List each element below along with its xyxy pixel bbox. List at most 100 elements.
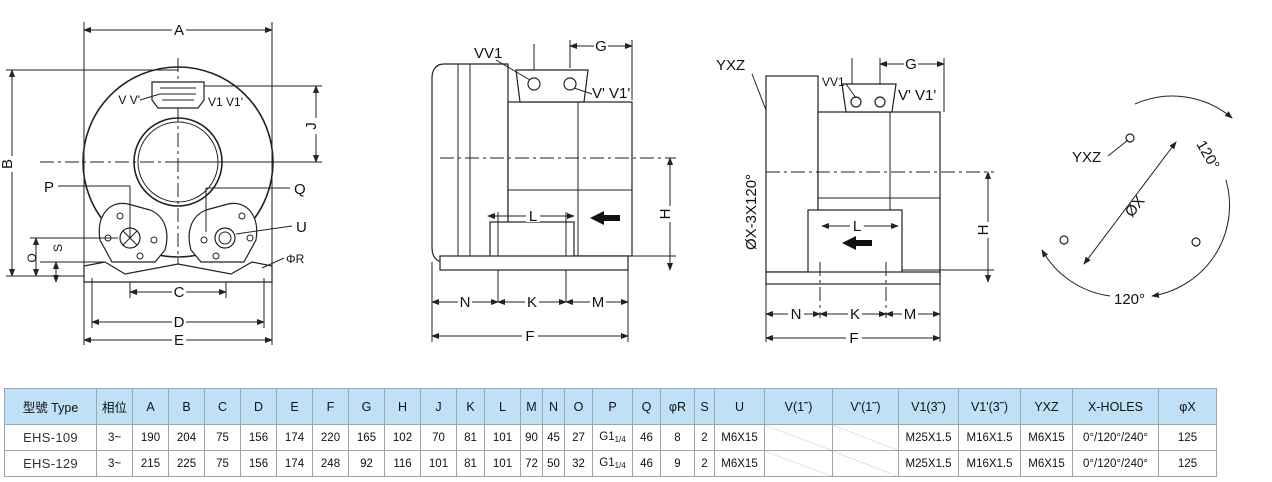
dim-B-label: B — [0, 159, 16, 169]
cell-D: 156 — [240, 450, 277, 477]
th-V12: V1'(3˜) — [958, 388, 1021, 425]
side2-label-phi: ØX-3X120° — [743, 174, 760, 250]
table-row: EHS-109 3~ 190 204 75 156 174 220 165 10… — [4, 424, 1217, 451]
cell-K: 81 — [456, 450, 485, 477]
cell-model: EHS-129 — [4, 450, 97, 477]
cell-S: 2 — [694, 450, 715, 477]
th-V2: V'(1˜) — [832, 388, 899, 425]
th-phase: 相位 — [96, 388, 133, 425]
side2-dim-H: H — [975, 225, 992, 236]
th-R: φR — [660, 388, 695, 425]
flange-angle-bottom: 120° — [1114, 291, 1145, 308]
cell-H: 102 — [384, 424, 421, 451]
cell-U: M6X15 — [714, 424, 765, 451]
th-E: E — [276, 388, 313, 425]
base-feet — [83, 261, 273, 283]
cell-M: 72 — [520, 450, 543, 477]
cell-L: 101 — [484, 424, 521, 451]
cell-C: 75 — [204, 450, 241, 477]
side2-dim-M: M — [904, 306, 917, 323]
flange-angle-top: 120° — [1193, 138, 1223, 173]
th-V1: V1(3˜) — [898, 388, 959, 425]
cell-V — [764, 450, 833, 477]
terminal-box — [515, 69, 589, 103]
cell-Q: 46 — [632, 450, 661, 477]
dim-A-label: A — [174, 22, 184, 39]
cell-O: 27 — [564, 424, 593, 451]
dim-D-label: D — [174, 314, 185, 331]
cell-YXZ: M6X15 — [1020, 450, 1073, 477]
th-type: 型號 Type — [4, 388, 97, 425]
cell-G: 165 — [348, 424, 385, 451]
front-view: A B J V V' V1 V1' P Q U ΦR O S — [0, 22, 324, 349]
th-K: K — [456, 388, 485, 425]
cell-E: 174 — [276, 450, 313, 477]
side2-dim-K: K — [850, 306, 860, 323]
dim-O-label: O — [25, 253, 39, 262]
table-row: EHS-129 3~ 215 225 75 156 174 248 92 116… — [4, 450, 1217, 477]
drawing-canvas: A B J V V' V1 V1' P Q U ΦR O S — [0, 22, 1233, 349]
dim-E-label: E — [174, 332, 184, 349]
th-H: H — [384, 388, 421, 425]
cell-L: 101 — [484, 450, 521, 477]
side2-label-vv1: VV1 — [822, 75, 845, 89]
th-L: L — [484, 388, 521, 425]
cell-YXZ: M6X15 — [1020, 424, 1073, 451]
label-Q: Q — [294, 181, 306, 198]
cell-phase: 3~ — [96, 424, 133, 451]
cell-V1: M25X1.5 — [898, 450, 959, 477]
side-dim-H: H — [657, 209, 674, 220]
side2-label-v1: V' V1' — [898, 87, 936, 104]
cell-A: 190 — [132, 424, 169, 451]
side-dim-N: N — [460, 294, 471, 311]
cell-XH: 0°/120°/240° — [1072, 450, 1159, 477]
cell-B: 225 — [168, 450, 205, 477]
th-B: B — [168, 388, 205, 425]
th-Q: Q — [632, 388, 661, 425]
th-M: M — [520, 388, 543, 425]
cell-model: EHS-109 — [4, 424, 97, 451]
cell-Q: 46 — [632, 424, 661, 451]
label-R: ΦR — [286, 252, 305, 266]
side-label-vv1: VV1 — [474, 45, 502, 62]
side2-dim-L: L — [853, 218, 861, 235]
cell-V — [764, 424, 833, 451]
th-U: U — [714, 388, 765, 425]
th-C: C — [204, 388, 241, 425]
cell-G: 92 — [348, 450, 385, 477]
side-view: VV1 V' V1' G H L N K M — [431, 38, 678, 345]
cell-C: 75 — [204, 424, 241, 451]
cell-V12: M16X1.5 — [958, 450, 1021, 477]
cell-V2 — [832, 424, 899, 451]
th-X: φX — [1158, 388, 1217, 425]
th-G: G — [348, 388, 385, 425]
side2-flow-arrow-icon — [842, 236, 872, 250]
side-dim-F: F — [525, 328, 534, 345]
side-view-2: VV1 V' V1' G YXZ ØX-3X120° H L N K — [716, 56, 996, 347]
cell-V2 — [832, 450, 899, 477]
side-dim-K: K — [527, 294, 537, 311]
label-U: U — [296, 219, 307, 236]
th-F: F — [312, 388, 349, 425]
cell-N: 45 — [542, 424, 565, 451]
cell-phase: 3~ — [96, 450, 133, 477]
cell-P: G11/4 — [592, 424, 633, 451]
spec-header-row: 型號 Type 相位 A B C D E F G H J K L M N O P… — [4, 388, 1217, 425]
cell-M: 90 — [520, 424, 543, 451]
cell-F: 220 — [312, 424, 349, 451]
side2-dim-N: N — [791, 306, 802, 323]
dim-C-label: C — [174, 284, 185, 301]
cell-D: 156 — [240, 424, 277, 451]
label-vv: V V' — [118, 93, 140, 107]
th-S: S — [694, 388, 715, 425]
th-P: P — [592, 388, 633, 425]
cell-R: 9 — [660, 450, 695, 477]
flange-label-yxz: YXZ — [1072, 149, 1101, 166]
th-V: V(1˜) — [764, 388, 833, 425]
cell-V12: M16X1.5 — [958, 424, 1021, 451]
th-O: O — [564, 388, 593, 425]
cell-R: 8 — [660, 424, 695, 451]
cell-B: 204 — [168, 424, 205, 451]
flow-arrow-icon — [590, 211, 620, 225]
cell-N: 50 — [542, 450, 565, 477]
